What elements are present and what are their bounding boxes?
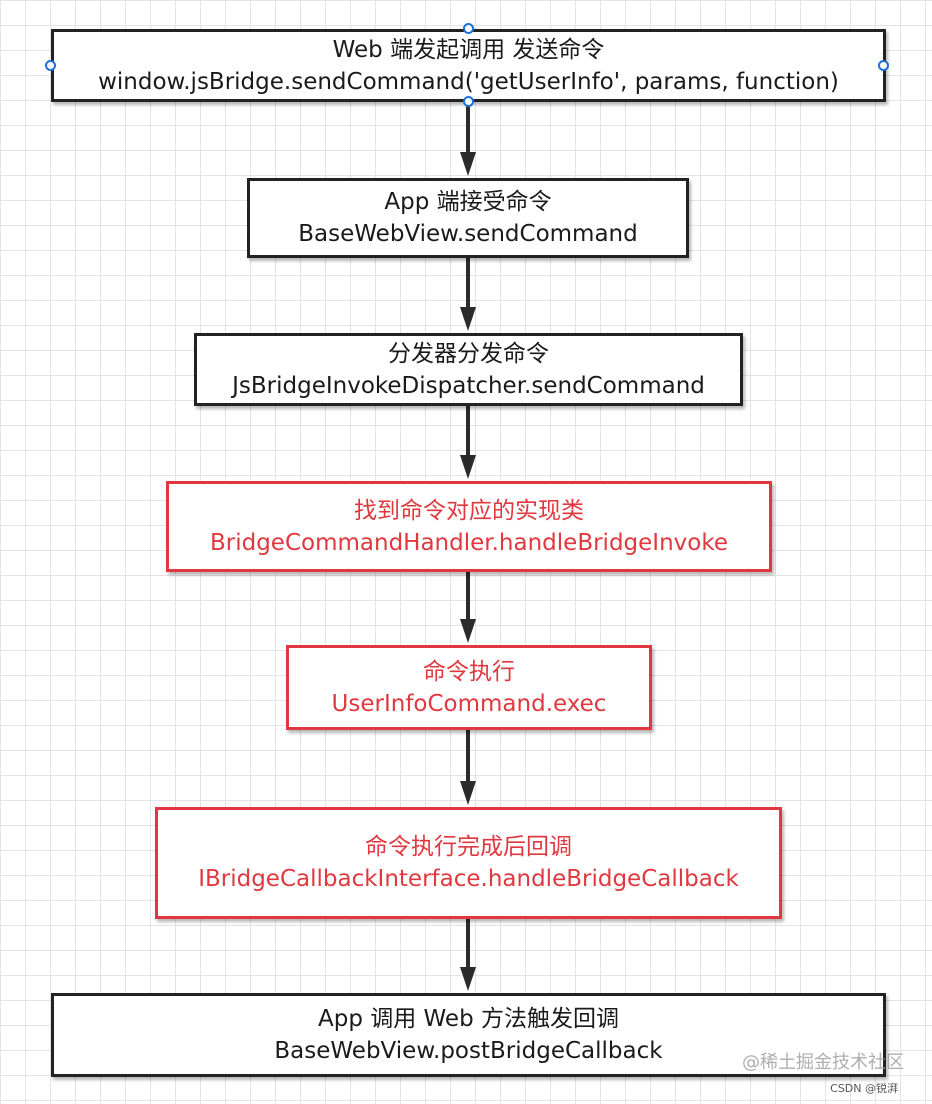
selection-handle-left[interactable] [45,60,56,71]
step-app-receive-command[interactable]: App 端接受命令 BaseWebView.sendCommand [247,178,689,258]
step-title: 找到命令对应的实现类 [354,497,584,524]
step-method: UserInfoCommand.exec [331,690,607,717]
step-method: JsBridgeInvokeDispatcher.sendCommand [232,372,705,399]
step-web-send-command[interactable]: Web 端发起调用 发送命令 window.jsBridge.sendComma… [51,29,886,102]
selection-handle-top[interactable] [463,23,474,34]
step-callback-after-exec[interactable]: 命令执行完成后回调 IBridgeCallbackInterface.handl… [155,807,782,919]
step-method: IBridgeCallbackInterface.handleBridgeCal… [198,866,739,892]
step-method: BaseWebView.postBridgeCallback [274,1038,663,1064]
step-method: BridgeCommandHandler.handleBridgeInvoke [209,529,728,556]
step-title: 命令执行 [423,658,515,685]
arrowhead-1 [460,307,476,331]
selection-handle-right[interactable] [878,60,889,71]
arrowhead-2 [460,455,476,479]
step-title: 分发器分发命令 [388,340,549,367]
step-command-exec[interactable]: 命令执行 UserInfoCommand.exec [286,645,652,730]
step-dispatcher-dispatch[interactable]: 分发器分发命令 JsBridgeInvokeDispatcher.sendCom… [194,333,743,406]
arrowhead-4 [460,781,476,805]
step-title: App 调用 Web 方法触发回调 [317,1006,619,1032]
watermark: @稀土掘金技术社区 [742,1052,904,1073]
step-app-call-web-callback[interactable]: App 调用 Web 方法触发回调 BaseWebView.postBridge… [51,993,886,1077]
step-title: Web 端发起调用 发送命令 [332,36,605,63]
step-title: 命令执行完成后回调 [365,834,572,860]
step-find-handler[interactable]: 找到命令对应的实现类 BridgeCommandHandler.handleBr… [166,481,772,572]
selection-handle-bottom[interactable] [463,96,474,107]
step-method: window.jsBridge.sendCommand('getUserInfo… [98,68,839,95]
arrowhead-0 [460,152,476,176]
step-method: BaseWebView.sendCommand [298,221,638,247]
credit-label: CSDN @锐湃 [830,1082,898,1095]
step-title: App 端接受命令 [384,189,552,215]
arrowhead-5 [460,967,476,991]
arrowhead-3 [460,619,476,643]
